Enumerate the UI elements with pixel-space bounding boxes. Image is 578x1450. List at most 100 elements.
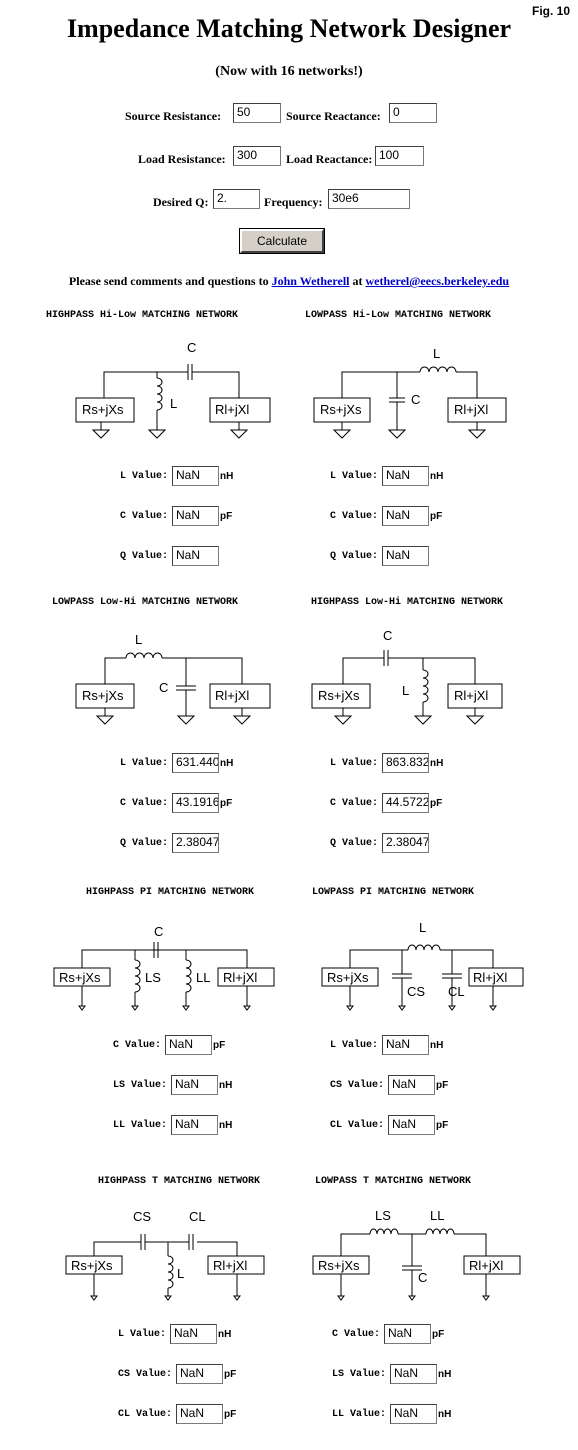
highpass-pi-diagram	[53, 942, 275, 1006]
author-link[interactable]: John Wetherell	[271, 274, 350, 288]
ground-icon	[232, 715, 252, 725]
value-output[interactable]: 43.1916	[172, 793, 219, 813]
source-reactance-input[interactable]: 0	[389, 103, 437, 123]
ground-icon	[337, 1295, 345, 1301]
value-output[interactable]: 2.38047	[172, 833, 219, 853]
value-output[interactable]: NaN	[382, 506, 429, 526]
ground-icon	[90, 1295, 98, 1301]
desired-q-label: Desired Q:	[153, 195, 209, 209]
diagram-label-load: Rl+jXl	[473, 970, 507, 985]
contact-line: Please send comments and questions to Jo…	[0, 274, 578, 289]
source-reactance-label: Source Reactance:	[286, 109, 381, 123]
lowpass-lowhi-diagram	[75, 652, 271, 716]
diagram-label-source: Rs+jXs	[82, 688, 124, 703]
value-output[interactable]: NaN	[172, 506, 219, 526]
diagram-label-source: Rs+jXs	[82, 402, 124, 417]
value-label: L Value:	[330, 471, 379, 482]
diagram-label-load: Rl+jXl	[213, 1258, 247, 1273]
diagram-label-l: L	[170, 396, 177, 411]
value-output[interactable]: NaN	[382, 466, 429, 486]
value-label: C Value:	[330, 511, 379, 522]
page-subtitle: (Now with 16 networks!)	[215, 64, 363, 79]
value-output[interactable]: NaN	[384, 1324, 431, 1344]
value-output[interactable]: 44.5722	[382, 793, 429, 813]
section-title-lowpass-pi: LOWPASS PI MATCHING NETWORK	[312, 887, 475, 898]
ground-icon	[243, 1005, 251, 1011]
frequency-input[interactable]: 30e6	[328, 189, 410, 209]
value-output[interactable]: NaN	[390, 1404, 437, 1424]
value-output[interactable]: NaN	[382, 1035, 429, 1055]
load-resistance-label: Load Resistance:	[138, 152, 226, 166]
diagram-label-ls: LS	[145, 970, 161, 985]
unit-label: pF	[430, 798, 443, 809]
diagram-label-cs: CS	[407, 984, 425, 999]
desired-q-input[interactable]: 2.	[213, 189, 260, 209]
value-label: C Value:	[120, 798, 169, 809]
value-output[interactable]: 2.38047	[382, 833, 429, 853]
unit-label: pF	[436, 1080, 449, 1091]
ground-icon	[176, 715, 196, 725]
value-label: Q Value:	[330, 551, 379, 562]
diagram-label-cs: CS	[133, 1209, 151, 1224]
value-output[interactable]: NaN	[176, 1364, 223, 1384]
ground-icon	[413, 715, 433, 725]
diagram-label-c: C	[418, 1270, 427, 1285]
ground-icon	[333, 715, 353, 725]
value-output[interactable]: NaN	[165, 1035, 212, 1055]
diagram-label-source: Rs+jXs	[318, 1258, 360, 1273]
diagram-label-l: L	[402, 683, 409, 698]
diagram-label-load: Rl+jXl	[215, 402, 249, 417]
unit-label: pF	[220, 511, 233, 522]
ground-icon	[346, 1005, 354, 1011]
diagram-label-source: Rs+jXs	[327, 970, 369, 985]
page-title: Impedance Matching Network Designer	[66, 14, 512, 43]
diagram-label-c: C	[411, 392, 420, 407]
value-label: CS Value:	[330, 1080, 385, 1091]
value-label: L Value:	[118, 1329, 167, 1340]
diagram-label-source: Rs+jXs	[320, 402, 362, 417]
diagram-label-source: Rs+jXs	[318, 688, 360, 703]
source-resistance-input[interactable]: 50	[233, 103, 281, 123]
value-output[interactable]: NaN	[390, 1364, 437, 1384]
value-output[interactable]: NaN	[170, 1324, 217, 1344]
unit-label: nH	[219, 1120, 233, 1131]
value-output[interactable]: NaN	[172, 466, 219, 486]
value-output[interactable]: NaN	[388, 1115, 435, 1135]
value-output[interactable]: NaN	[171, 1115, 218, 1135]
diagram-label-cl: CL	[189, 1209, 206, 1224]
diagram-label-l: L	[419, 920, 426, 935]
email-link[interactable]: wetherel@eecs.berkeley.edu	[365, 274, 510, 288]
value-label: CL Value:	[330, 1120, 385, 1131]
value-output[interactable]: NaN	[382, 546, 429, 566]
value-output[interactable]: NaN	[172, 546, 219, 566]
ground-icon	[465, 715, 485, 725]
unit-label: pF	[224, 1409, 237, 1420]
load-reactance-input[interactable]: 100	[375, 146, 424, 166]
lowpass-hilow-diagram	[313, 366, 507, 430]
ground-icon	[91, 429, 111, 439]
diagram-label-c: C	[159, 680, 168, 695]
diagram-label-ls: LS	[375, 1208, 391, 1223]
value-output[interactable]: NaN	[176, 1404, 223, 1424]
section-title-highpass-lowhi: HIGHPASS Low-Hi MATCHING NETWORK	[311, 597, 504, 608]
unit-label: pF	[430, 511, 443, 522]
unit-label: pF	[436, 1120, 449, 1131]
diagram-label-ll: LL	[196, 970, 210, 985]
load-resistance-input[interactable]: 300	[233, 146, 281, 166]
value-output[interactable]: NaN	[171, 1075, 218, 1095]
value-output[interactable]: NaN	[388, 1075, 435, 1095]
diagram-label-c: C	[383, 628, 392, 643]
value-label: Q Value:	[330, 838, 379, 849]
diagram-label-load: Rl+jXl	[454, 402, 488, 417]
unit-label: pF	[224, 1369, 237, 1380]
ground-icon	[332, 429, 352, 439]
value-output[interactable]: 863.832	[382, 753, 429, 773]
calculate-button[interactable]: Calculate	[239, 228, 325, 254]
ground-icon	[78, 1005, 86, 1011]
diagram-label-source: Rs+jXs	[59, 970, 101, 985]
ground-icon	[387, 429, 407, 439]
diagram-label-load: Rl+jXl	[215, 688, 249, 703]
diagram-label-load: Rl+jXl	[454, 688, 488, 703]
diagram-label-ll: LL	[430, 1208, 444, 1223]
value-output[interactable]: 631.440	[172, 753, 219, 773]
